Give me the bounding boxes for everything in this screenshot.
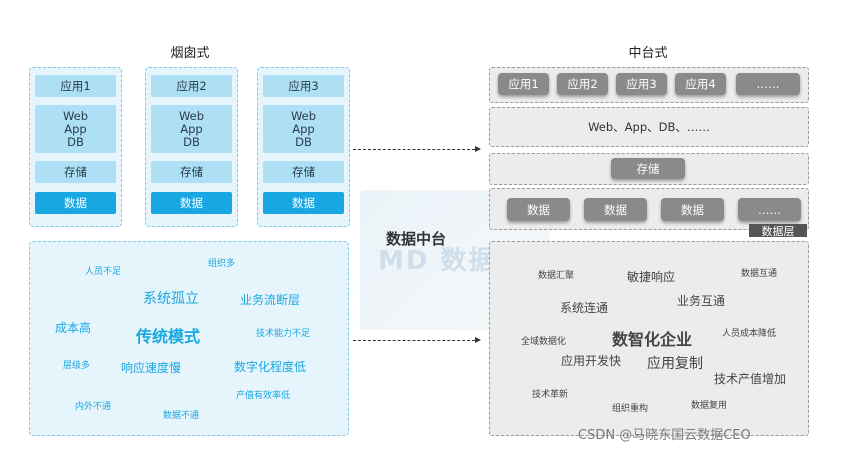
app-cell: 应用1 — [35, 75, 116, 97]
stack-app: App — [292, 121, 315, 136]
chimney-column-2: 应用2 Web App DB 存储 数据 — [145, 67, 238, 227]
middle-background-text: MD 数据 — [378, 246, 497, 276]
platform-app: 应用3 — [616, 73, 667, 95]
tech-stack-cell: Web App DB — [151, 105, 232, 153]
chimney-keyword-cloud: 人员不足 组织多 系统孤立 业务流断层 成本高 传统模式 技术能力不足 层级多 … — [29, 241, 349, 436]
watermark: CSDN @马晓东国云数据CEO — [578, 428, 751, 443]
keyword: 组织多 — [208, 259, 236, 269]
keyword: 应用开发快 — [561, 354, 622, 368]
chimney-column-1: 应用1 Web App DB 存储 数据 — [29, 67, 122, 227]
tech-stack-cell: Web App DB — [263, 105, 344, 153]
keyword: 应用复制 — [647, 356, 703, 372]
keyword: 层级多 — [63, 361, 91, 371]
stack-db: DB — [295, 134, 312, 149]
platform-app-layer: 应用1 应用2 应用3 应用4 …… — [489, 67, 809, 103]
app-cell: 应用2 — [151, 75, 232, 97]
keyword: 响应速度慢 — [121, 361, 182, 375]
keyword: 系统连通 — [560, 301, 609, 315]
keyword: 技术产值增加 — [714, 372, 787, 386]
keyword: 业务流断层 — [240, 293, 301, 307]
platform-keyword-cloud: 数据汇聚 敏捷响应 数据互通 系统连通 业务互通 全域数据化 数智化企业 人员成… — [489, 241, 809, 436]
stack-web: Web — [62, 108, 89, 123]
keyword: 技术革新 — [532, 390, 569, 400]
stack-app: App — [64, 121, 87, 136]
keyword: 传统模式 — [136, 327, 201, 346]
platform-data: 数据 — [507, 198, 570, 221]
stack-db: DB — [67, 134, 84, 149]
data-middle-platform-label: 数据中台 — [386, 230, 447, 248]
keyword: 组织重构 — [612, 404, 649, 414]
stack-app: App — [180, 121, 203, 136]
platform-storage: 存储 — [611, 158, 685, 179]
tech-stack-cell: Web App DB — [35, 105, 116, 153]
platform-web-layer: Web、App、DB、…… — [489, 107, 809, 147]
keyword: 数据汇聚 — [538, 271, 575, 281]
arrow-top — [353, 146, 481, 152]
storage-cell: 存储 — [151, 161, 232, 183]
platform-app: 应用2 — [557, 73, 608, 95]
platform-data: 数据 — [584, 198, 647, 221]
platform-app-more: …… — [736, 73, 800, 95]
stack-web: Web — [178, 108, 205, 123]
chimney-title: 烟囱式 — [170, 46, 210, 61]
platform-data: 数据 — [661, 198, 724, 221]
data-cell: 数据 — [151, 192, 232, 214]
keyword: 内外不通 — [75, 402, 112, 412]
platform-app: 应用1 — [498, 73, 549, 95]
platform-title: 中台式 — [628, 46, 668, 61]
platform-storage-layer: 存储 — [489, 153, 809, 185]
platform-data-more: …… — [738, 198, 801, 221]
app-cell: 应用3 — [263, 75, 344, 97]
data-layer-tag: 数据层 — [749, 224, 807, 238]
storage-cell: 存储 — [35, 161, 116, 183]
keyword: 数字化程度低 — [234, 360, 307, 374]
data-cell: 数据 — [263, 192, 344, 214]
storage-cell: 存储 — [263, 161, 344, 183]
keyword: 人员成本降低 — [722, 329, 777, 339]
keyword: 全域数据化 — [521, 337, 567, 347]
keyword: 数据复用 — [691, 401, 728, 411]
keyword: 人员不足 — [85, 267, 122, 277]
stack-db: DB — [183, 134, 200, 149]
keyword: 业务互通 — [677, 294, 726, 308]
chimney-column-3: 应用3 Web App DB 存储 数据 — [257, 67, 350, 227]
keyword: 数据不通 — [163, 411, 200, 421]
arrow-bottom — [353, 337, 481, 343]
keyword: 成本高 — [55, 321, 92, 335]
keyword: 系统孤立 — [143, 291, 199, 307]
keyword: 产值有效率低 — [236, 391, 291, 401]
keyword: 敏捷响应 — [627, 270, 676, 284]
platform-data-layer: 数据 数据 数据 …… — [489, 188, 809, 230]
keyword: 技术能力不足 — [256, 329, 311, 339]
data-cell: 数据 — [35, 192, 116, 214]
keyword: 数据互通 — [741, 269, 778, 279]
keyword: 数智化企业 — [612, 330, 693, 349]
stack-web: Web — [290, 108, 317, 123]
platform-app: 应用4 — [675, 73, 726, 95]
